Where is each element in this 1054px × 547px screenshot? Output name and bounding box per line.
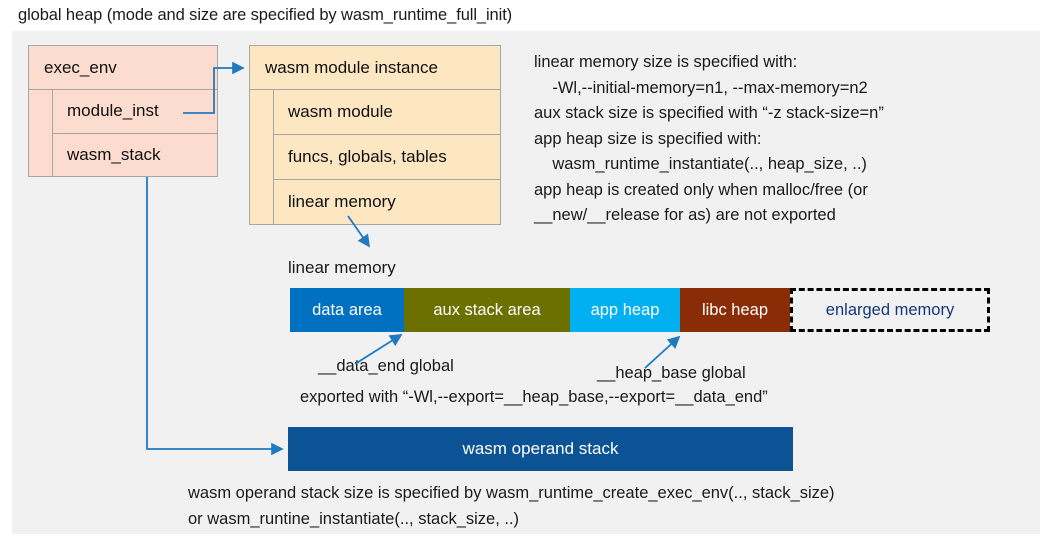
exec-env-box: exec_env module_inst wasm_stack (28, 45, 218, 177)
exec-env-gutter (29, 90, 53, 176)
wasm-operand-stack-bar: wasm operand stack (288, 427, 793, 471)
wasm-module-instance-field-list: wasm module funcs, globals, tables linea… (274, 90, 500, 224)
field-wasm-stack: wasm_stack (67, 144, 161, 164)
exec-env-field-list: module_inst wasm_stack (53, 90, 217, 176)
wasm-module-instance-box: wasm module instance wasm module funcs, … (249, 45, 501, 225)
field-linear-memory: linear memory (288, 192, 396, 211)
annotation-exported-with: exported with “-Wl,--export=__heap_base,… (300, 388, 768, 406)
memory-segment-app-heap: app heap (570, 288, 680, 332)
page-title: global heap (mode and size are specified… (18, 6, 513, 24)
wasm-module-instance-gutter (250, 90, 274, 224)
operand-stack-notes: wasm operand stack size is specified by … (188, 484, 835, 528)
linear-memory-notes: linear memory size is specified with: -W… (534, 53, 884, 224)
memory-segment-label: enlarged memory (825, 300, 955, 319)
field-wasm-module: wasm module (274, 90, 500, 135)
memory-segment-label: libc heap (701, 300, 769, 319)
memory-segment-data-area: data area (290, 288, 404, 332)
annotation-data-end: __data_end global (318, 357, 454, 375)
field-module-inst: module_inst (53, 90, 217, 134)
memory-segment-libc-heap: libc heap (680, 288, 790, 332)
wasm-module-instance-body: wasm module funcs, globals, tables linea… (250, 90, 500, 224)
memory-segment-label: data area (312, 300, 382, 319)
wasm-module-instance-header: wasm module instance (250, 46, 500, 90)
exec-env-body: module_inst wasm_stack (29, 90, 217, 176)
exec-env-header: exec_env (29, 46, 217, 90)
linear-memory-bar: data area aux stack area app heap libc heap… (290, 288, 990, 332)
memory-segment-label: app heap (590, 300, 660, 319)
field-funcs-globals-tables: funcs, globals, tables (274, 135, 500, 180)
memory-segment-aux-stack-area: aux stack area (404, 288, 570, 332)
memory-segment-label: aux stack area (433, 300, 541, 319)
annotation-heap-base: __heap_base global (597, 364, 746, 382)
wasm-operand-stack-label: wasm operand stack (462, 439, 619, 458)
memory-segment-enlarged-memory: enlarged memory (790, 288, 990, 332)
linear-memory-label: linear memory (288, 258, 396, 277)
